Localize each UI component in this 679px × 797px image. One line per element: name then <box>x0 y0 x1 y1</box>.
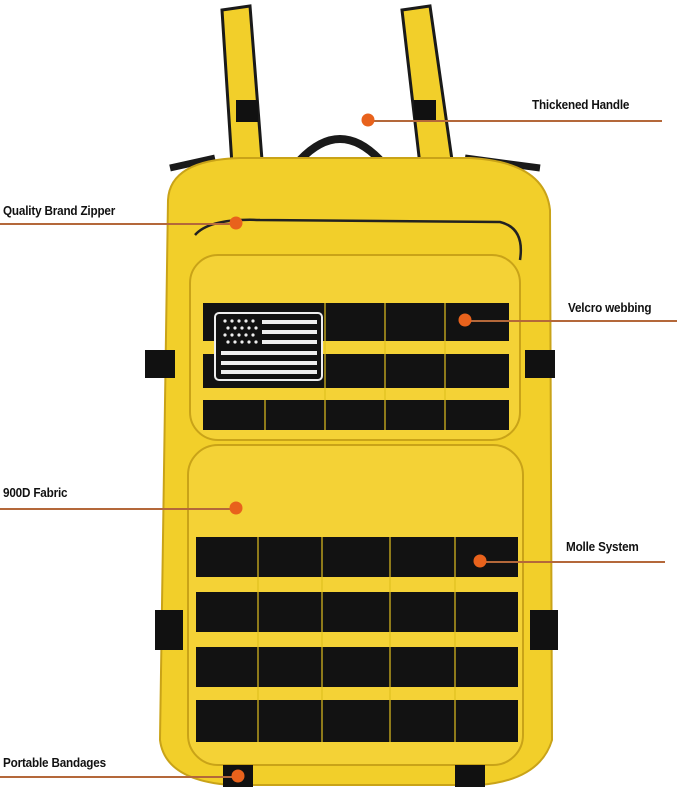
callout-line-thickened-handle <box>368 120 662 122</box>
callout-label-portable-bandages: Portable Bandages <box>3 755 106 770</box>
callout-dot-velcro-webbing <box>458 313 472 327</box>
callout-dot-portable-bandages <box>231 769 245 783</box>
callout-line-portable-bandages <box>0 776 238 778</box>
callout-line-velcro-webbing <box>465 320 677 322</box>
callout-dot-quality-brand-zipper <box>229 216 243 230</box>
callout-line-molle-system <box>480 561 665 563</box>
callout-line-900d-fabric <box>0 508 236 510</box>
callout-label-900d-fabric: 900D Fabric <box>3 485 68 500</box>
callout-label-thickened-handle: Thickened Handle <box>532 97 630 112</box>
callout-label-velcro-webbing: Velcro webbing <box>568 300 652 315</box>
callout-line-quality-brand-zipper <box>0 223 236 225</box>
callout-label-molle-system: Molle System <box>566 539 639 554</box>
callout-dot-thickened-handle <box>361 113 375 127</box>
callout-label-quality-brand-zipper: Quality Brand Zipper <box>3 203 116 218</box>
callout-dot-molle-system <box>473 554 487 568</box>
callout-dot-900d-fabric <box>229 501 243 515</box>
